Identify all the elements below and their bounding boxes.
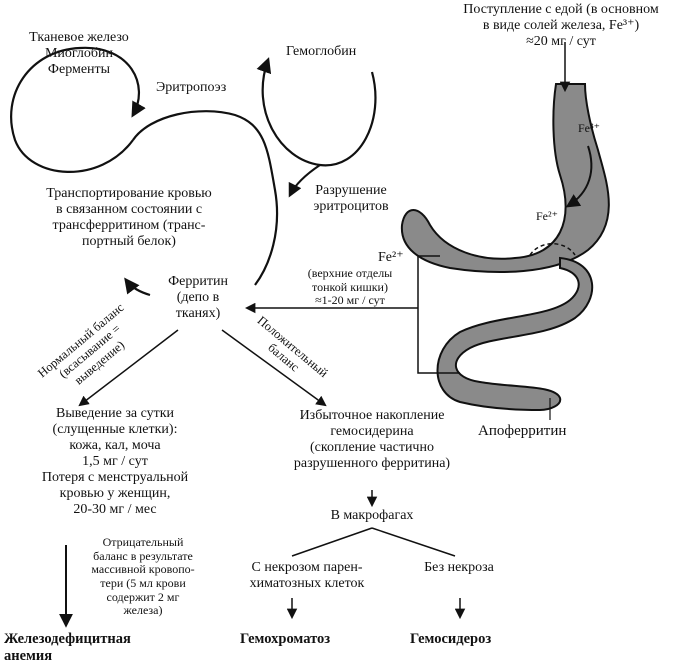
tissue-iron-cycle-arrow [10,46,146,173]
stomach-shape [400,83,610,273]
transport-label: Транспортирование кровью в связанном сос… [46,186,212,249]
hemosiderosis-label: Гемосидероз [410,631,492,647]
stomach-conversion-arrow [565,145,593,208]
tissue-iron-label: Тканевое железо Миоглобин Ферменты [29,30,129,77]
positive-balance-arrow [221,329,327,407]
hemoglobin-label: Гемоглобин [286,44,357,59]
ferritin-label: Ферритин (депо в тканях) [168,274,228,321]
without-necrosis-label: Без некроза [424,560,494,575]
stomach-fe2-label: Fe²⁺ [536,209,558,223]
absorption-bracket [417,255,460,374]
excretion-label: Выведение за сутки (слущенные клетки): к… [41,406,189,517]
stomach-fe3-label: Fe³⁺ [578,121,600,135]
erythropoiesis-wave-arrow [132,110,279,286]
no-necrosis-branch-line [371,527,456,557]
intestine-fe2-label: Fe²⁺ [378,250,404,265]
hemoglobin-cycle-arrow [256,57,377,167]
normal-balance-arrow [78,329,179,407]
intake-label: Поступление с едой (в основном в виде со… [463,2,659,49]
erythropoiesis-label: Эритропоэз [156,80,227,95]
rbc-destruction-arrow [288,164,321,198]
hemochromatosis-label: Гемохроматоз [240,631,331,647]
negative-balance-label: Отрицательный баланс в результате массив… [91,535,195,618]
in-macrophages-label: В макрофагах [330,508,414,523]
excess-accumulation-label: Избыточное накопление гемосидерина (скоп… [293,408,451,471]
rbc-destruction-label: Разрушение эритроцитов [313,183,389,214]
iron-deficiency-anemia-label: Железодефицитная анемия [4,631,131,664]
small-intestine-shape [436,256,594,412]
with-necrosis-label: С некрозом парен- химатозных клеток [249,560,365,591]
necrosis-branch-line [291,527,373,557]
ferritin-return-arrow [124,277,151,297]
apoferritin-label: Апоферритин [478,423,567,439]
absorption-label: (верхние отделы тонкой кишки) ≈1-20 мг /… [307,266,393,308]
